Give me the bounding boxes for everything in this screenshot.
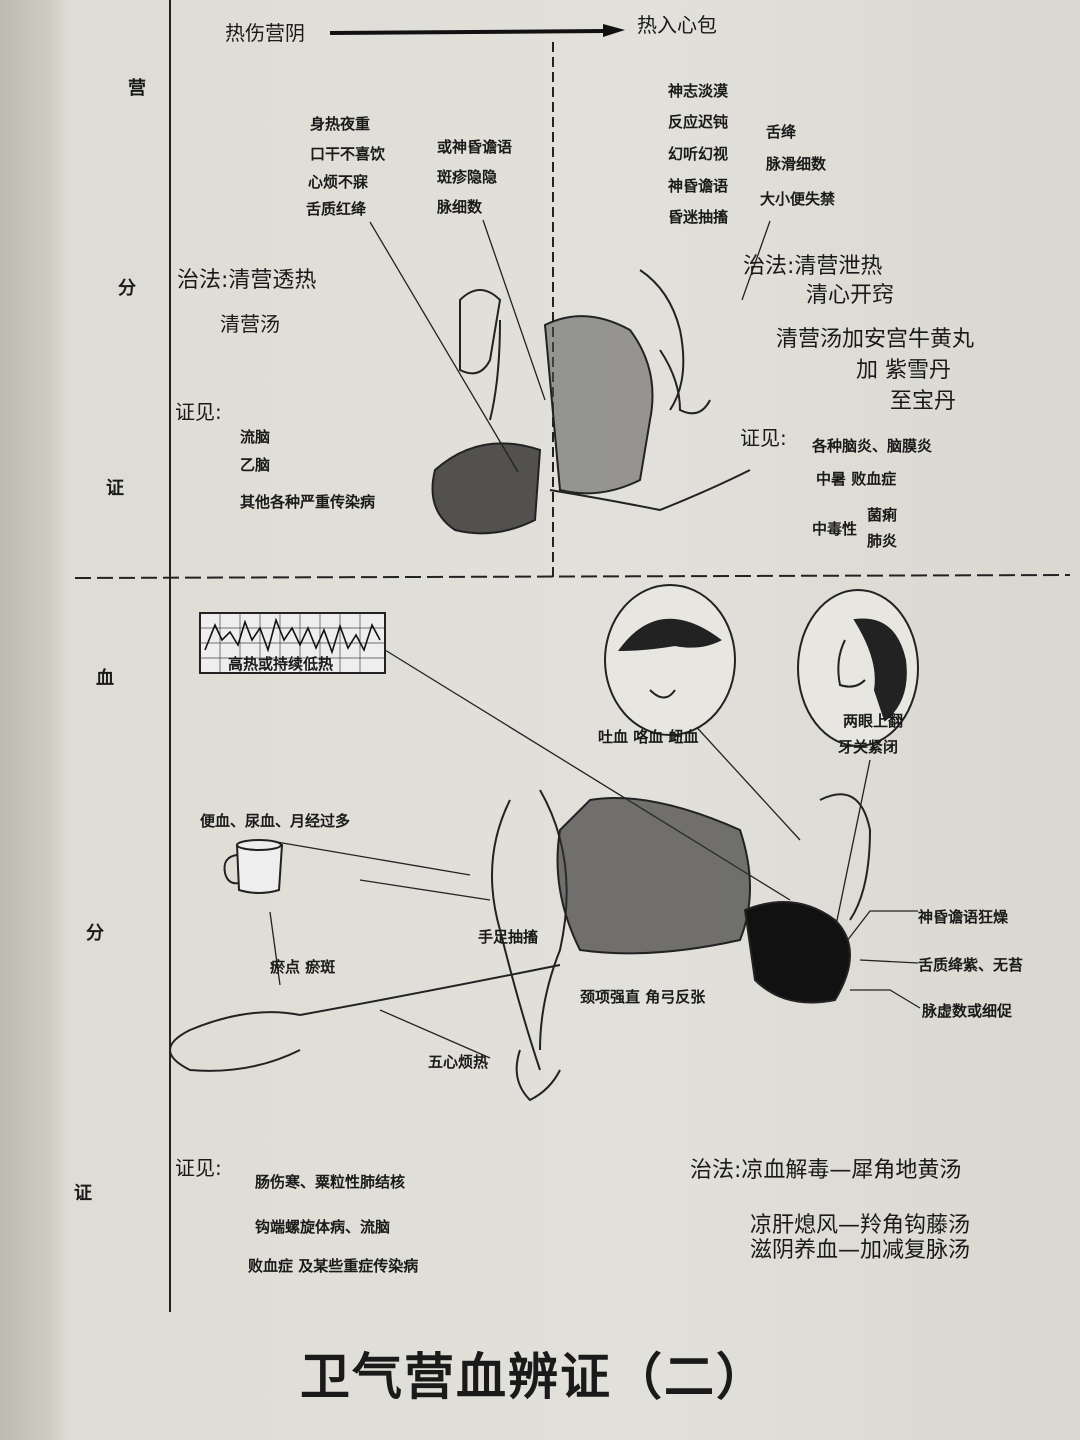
leader-lines-upper (369, 219, 771, 473)
treatment: 凉肝熄风—羚角钩藤汤 (750, 1213, 971, 1238)
patient-figure-upper (431, 269, 751, 535)
symptom: 昏迷抽搐 (668, 208, 729, 226)
treatment: 清心开窍 (806, 283, 895, 308)
arrow-head-icon (603, 24, 625, 37)
fever-label: 高热或持续低热 (228, 655, 334, 673)
evidence-label: 证见: (175, 400, 222, 424)
evidence-item: 肺炎 (867, 532, 898, 550)
evidence-item: 中暑 败血症 (816, 470, 897, 488)
palms-label: 五心烦热 (428, 1053, 489, 1071)
symptom: 反应迟钝 (668, 113, 729, 131)
patient-figure-lower (169, 789, 872, 1102)
petechiae-label: 瘀点 瘀斑 (270, 958, 336, 976)
progression-arrow (329, 29, 606, 35)
formula: 清营汤 (220, 312, 280, 336)
bleeding-upper-label: 吐血 咯血 衄血 (598, 728, 699, 746)
symptom: 舌质红绛 (306, 200, 367, 218)
bleeding-lower-label: 便血、尿血、月经过多 (200, 812, 351, 830)
evidence-label: 证见: (740, 426, 787, 450)
treatment: 治法:凉血解毒—犀角地黄汤 (690, 1158, 962, 1183)
fever-chart-icon (199, 612, 386, 674)
symptom: 身热夜重 (310, 115, 371, 133)
symptom: 心烦不寐 (308, 173, 369, 191)
vomiting-blood-portrait (604, 584, 736, 736)
side-label-ying-1: 营 (128, 78, 146, 99)
symptom: 神昏谵语 (668, 177, 729, 195)
cup-icon (223, 839, 284, 894)
sign-label: 神昏谵语狂燥 (918, 908, 1009, 926)
side-label-xue-3: 证 (74, 1183, 92, 1204)
sign-label: 脉虚数或细促 (922, 1002, 1013, 1020)
symptom: 神志淡漠 (668, 82, 729, 100)
convulsion-label: 手足抽搐 (478, 928, 539, 946)
treatment: 至宝丹 (890, 389, 957, 414)
side-label-xue-2: 分 (86, 923, 104, 944)
evidence-item: 菌痢 (867, 506, 898, 524)
header-right-stage: 热入心包 (637, 13, 717, 37)
evidence-item: 其他各种严重传染病 (240, 493, 376, 511)
sign-label: 舌质绛紫、无苔 (918, 956, 1024, 974)
evidence-item: 钩端螺旋体病、流脑 (255, 1218, 391, 1236)
treatment-label: 治法:清营透热 (177, 268, 317, 293)
symptom: 或神昏谵语 (437, 138, 513, 156)
evidence-item: 肠伤寒、粟粒性肺结核 (255, 1173, 406, 1191)
upturned-eyes-portrait (797, 589, 919, 747)
symptom: 脉细数 (437, 198, 483, 216)
page-title: 卫气营血辨证（二） (300, 1347, 768, 1406)
symptom: 口干不喜饮 (310, 145, 386, 163)
section-divider (74, 574, 1071, 579)
symptom: 斑疹隐隐 (437, 168, 498, 186)
header-left-stage: 热伤营阴 (225, 21, 305, 45)
evidence-item: 各种脑炎、脑膜炎 (812, 437, 933, 455)
jaw-label: 牙关紧闭 (838, 738, 899, 756)
evidence-item: 流脑 (240, 428, 271, 446)
symptom: 脉滑细数 (766, 155, 827, 173)
symptom: 舌绛 (766, 123, 797, 141)
symptom: 幻听幻视 (668, 145, 729, 163)
treatment: 治法:清营泄热 (743, 254, 883, 279)
evidence-item: 中毒性 (812, 520, 858, 538)
evidence-item: 败血症 及某些重症传染病 (248, 1257, 419, 1275)
neck-label: 颈项强直 角弓反张 (580, 988, 706, 1006)
evidence-label: 证见: (175, 1156, 222, 1180)
treatment: 清营汤加安宫牛黄丸 (776, 327, 975, 352)
side-label-xue-1: 血 (96, 668, 114, 689)
eyes-label: 两眼上翻 (843, 712, 904, 730)
evidence-item: 乙脑 (240, 456, 271, 474)
treatment: 滋阴养血—加减复脉汤 (750, 1238, 971, 1263)
side-label-ying-2: 分 (118, 278, 136, 299)
treatment: 加 紫雪丹 (856, 358, 951, 383)
side-label-ying-3: 证 (106, 478, 124, 499)
symptom: 大小便失禁 (760, 190, 836, 208)
